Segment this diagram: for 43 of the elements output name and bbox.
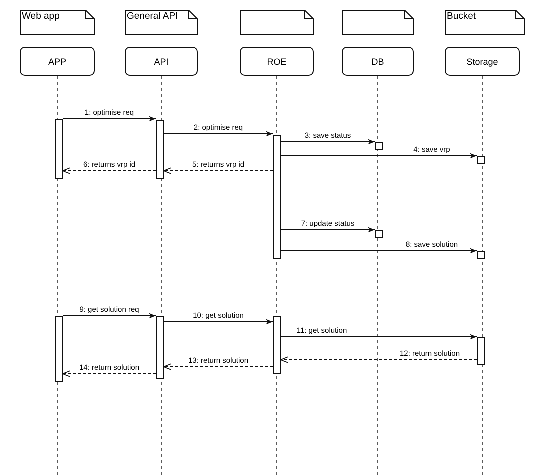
activation-bar	[477, 337, 485, 365]
participant-name: APP	[48, 56, 66, 66]
message-arrow	[280, 153, 478, 159]
note-shape	[445, 10, 525, 35]
participant-name: Storage	[466, 56, 498, 66]
participant-box	[125, 47, 198, 76]
return-arrow	[164, 364, 274, 370]
note-shape	[20, 10, 95, 35]
participant-name: ROE	[267, 56, 287, 66]
message-arrow	[280, 227, 376, 233]
activation-bar	[477, 251, 485, 259]
return-arrow	[280, 356, 478, 364]
message-arrow	[164, 131, 274, 137]
participant-box	[445, 47, 520, 76]
activation-bar	[375, 230, 383, 238]
message-arrow	[62, 116, 156, 122]
activation-bar	[477, 156, 485, 164]
activation-bar	[55, 316, 63, 382]
activation-bar	[273, 316, 281, 374]
message-arrow	[62, 313, 156, 319]
note-title: Bucket	[447, 11, 476, 22]
note-shape	[125, 10, 198, 35]
participant-name: API	[154, 56, 169, 66]
activation-bar	[156, 316, 164, 379]
message-arrow	[280, 248, 478, 254]
return-arrow	[62, 168, 156, 174]
return-arrow	[164, 168, 274, 174]
note-shape	[342, 10, 414, 35]
participant-box	[342, 47, 414, 76]
activation-bar	[273, 135, 281, 259]
message-arrow	[280, 334, 478, 340]
note-title: Web app	[22, 11, 60, 22]
return-arrow	[62, 370, 156, 378]
participant-name: DB	[372, 56, 384, 66]
activation-bar	[55, 119, 63, 179]
activation-bar	[156, 120, 164, 179]
activation-bar	[375, 142, 383, 150]
note-title: General API	[127, 11, 178, 22]
note-shape	[240, 10, 314, 35]
participant-box	[240, 47, 314, 76]
participant-box	[20, 47, 95, 76]
message-arrow	[164, 319, 274, 325]
message-arrow	[280, 139, 376, 145]
